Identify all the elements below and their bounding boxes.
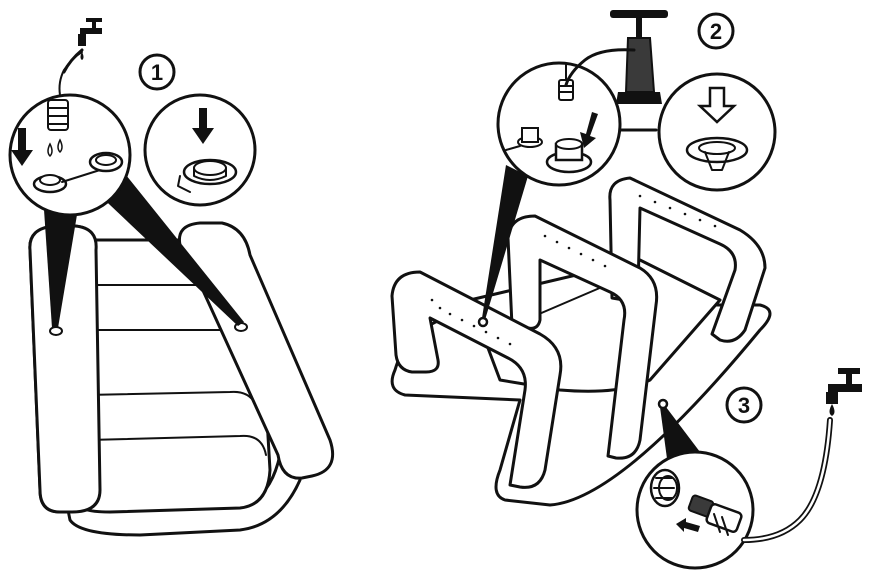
faucet-icon <box>826 368 862 416</box>
step-3-drain-valve <box>659 400 667 408</box>
step-2-air-valve <box>479 318 487 326</box>
step-3-number-badge: 3 <box>727 388 761 422</box>
step-1-detail-circle-fill <box>10 52 130 215</box>
step-2-detail-circle-cap <box>659 74 775 190</box>
water-drop-icon <box>830 404 835 416</box>
step-1-detail-circle-cap <box>145 95 255 205</box>
step-1-panel: 1 <box>10 18 333 535</box>
step-2-3-panel: 2 <box>392 10 862 568</box>
step-3-detail-circle-hose <box>637 452 753 568</box>
step-2-number-badge: 2 <box>699 14 733 48</box>
step-3-number: 3 <box>738 393 750 418</box>
step-1-number: 1 <box>151 60 163 85</box>
faucet-icon <box>78 18 102 60</box>
water-drop-icon <box>48 144 52 156</box>
step-2-number: 2 <box>710 19 722 44</box>
garden-hose <box>744 420 830 540</box>
step-1-number-badge: 1 <box>140 55 174 89</box>
step-1-valve-left <box>50 327 62 335</box>
hose-connector-icon <box>651 470 679 506</box>
step-2-detail-circle-valve <box>498 63 620 185</box>
